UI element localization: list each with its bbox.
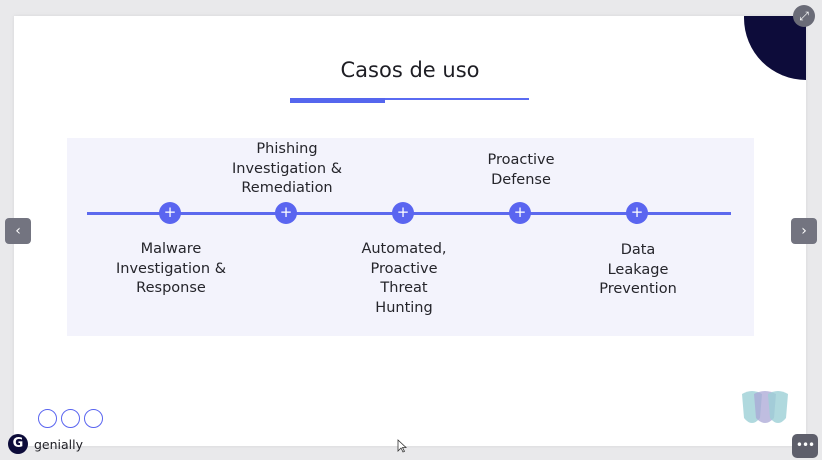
timeline-panel — [67, 138, 754, 336]
page-dot[interactable] — [84, 409, 103, 428]
pagination-dots — [38, 409, 103, 428]
genially-branding[interactable]: G genially — [8, 434, 83, 454]
prev-slide-button[interactable]: ‹ — [5, 218, 31, 244]
timeline-node-phishing[interactable]: + — [275, 202, 297, 224]
genially-logo-icon: G — [8, 434, 28, 454]
page-dot[interactable] — [61, 409, 80, 428]
mouse-cursor-icon — [397, 439, 407, 453]
interlocking-logo-icon — [742, 391, 788, 423]
fullscreen-icon[interactable]: ⤢ — [793, 5, 815, 27]
timeline-node-data-leakage[interactable]: + — [626, 202, 648, 224]
timeline-node-malware[interactable]: + — [159, 202, 181, 224]
more-options-button[interactable]: ••• — [792, 434, 818, 458]
title-underline-accent — [290, 98, 385, 103]
slide-title: Casos de uso — [340, 58, 480, 82]
page-dot[interactable] — [38, 409, 57, 428]
timeline-node-proactive-defense[interactable]: + — [509, 202, 531, 224]
title-underline — [290, 98, 529, 100]
next-slide-button[interactable]: › — [791, 218, 817, 244]
timeline-node-threat-hunting[interactable]: + — [392, 202, 414, 224]
genially-brand-name: genially — [34, 436, 84, 452]
